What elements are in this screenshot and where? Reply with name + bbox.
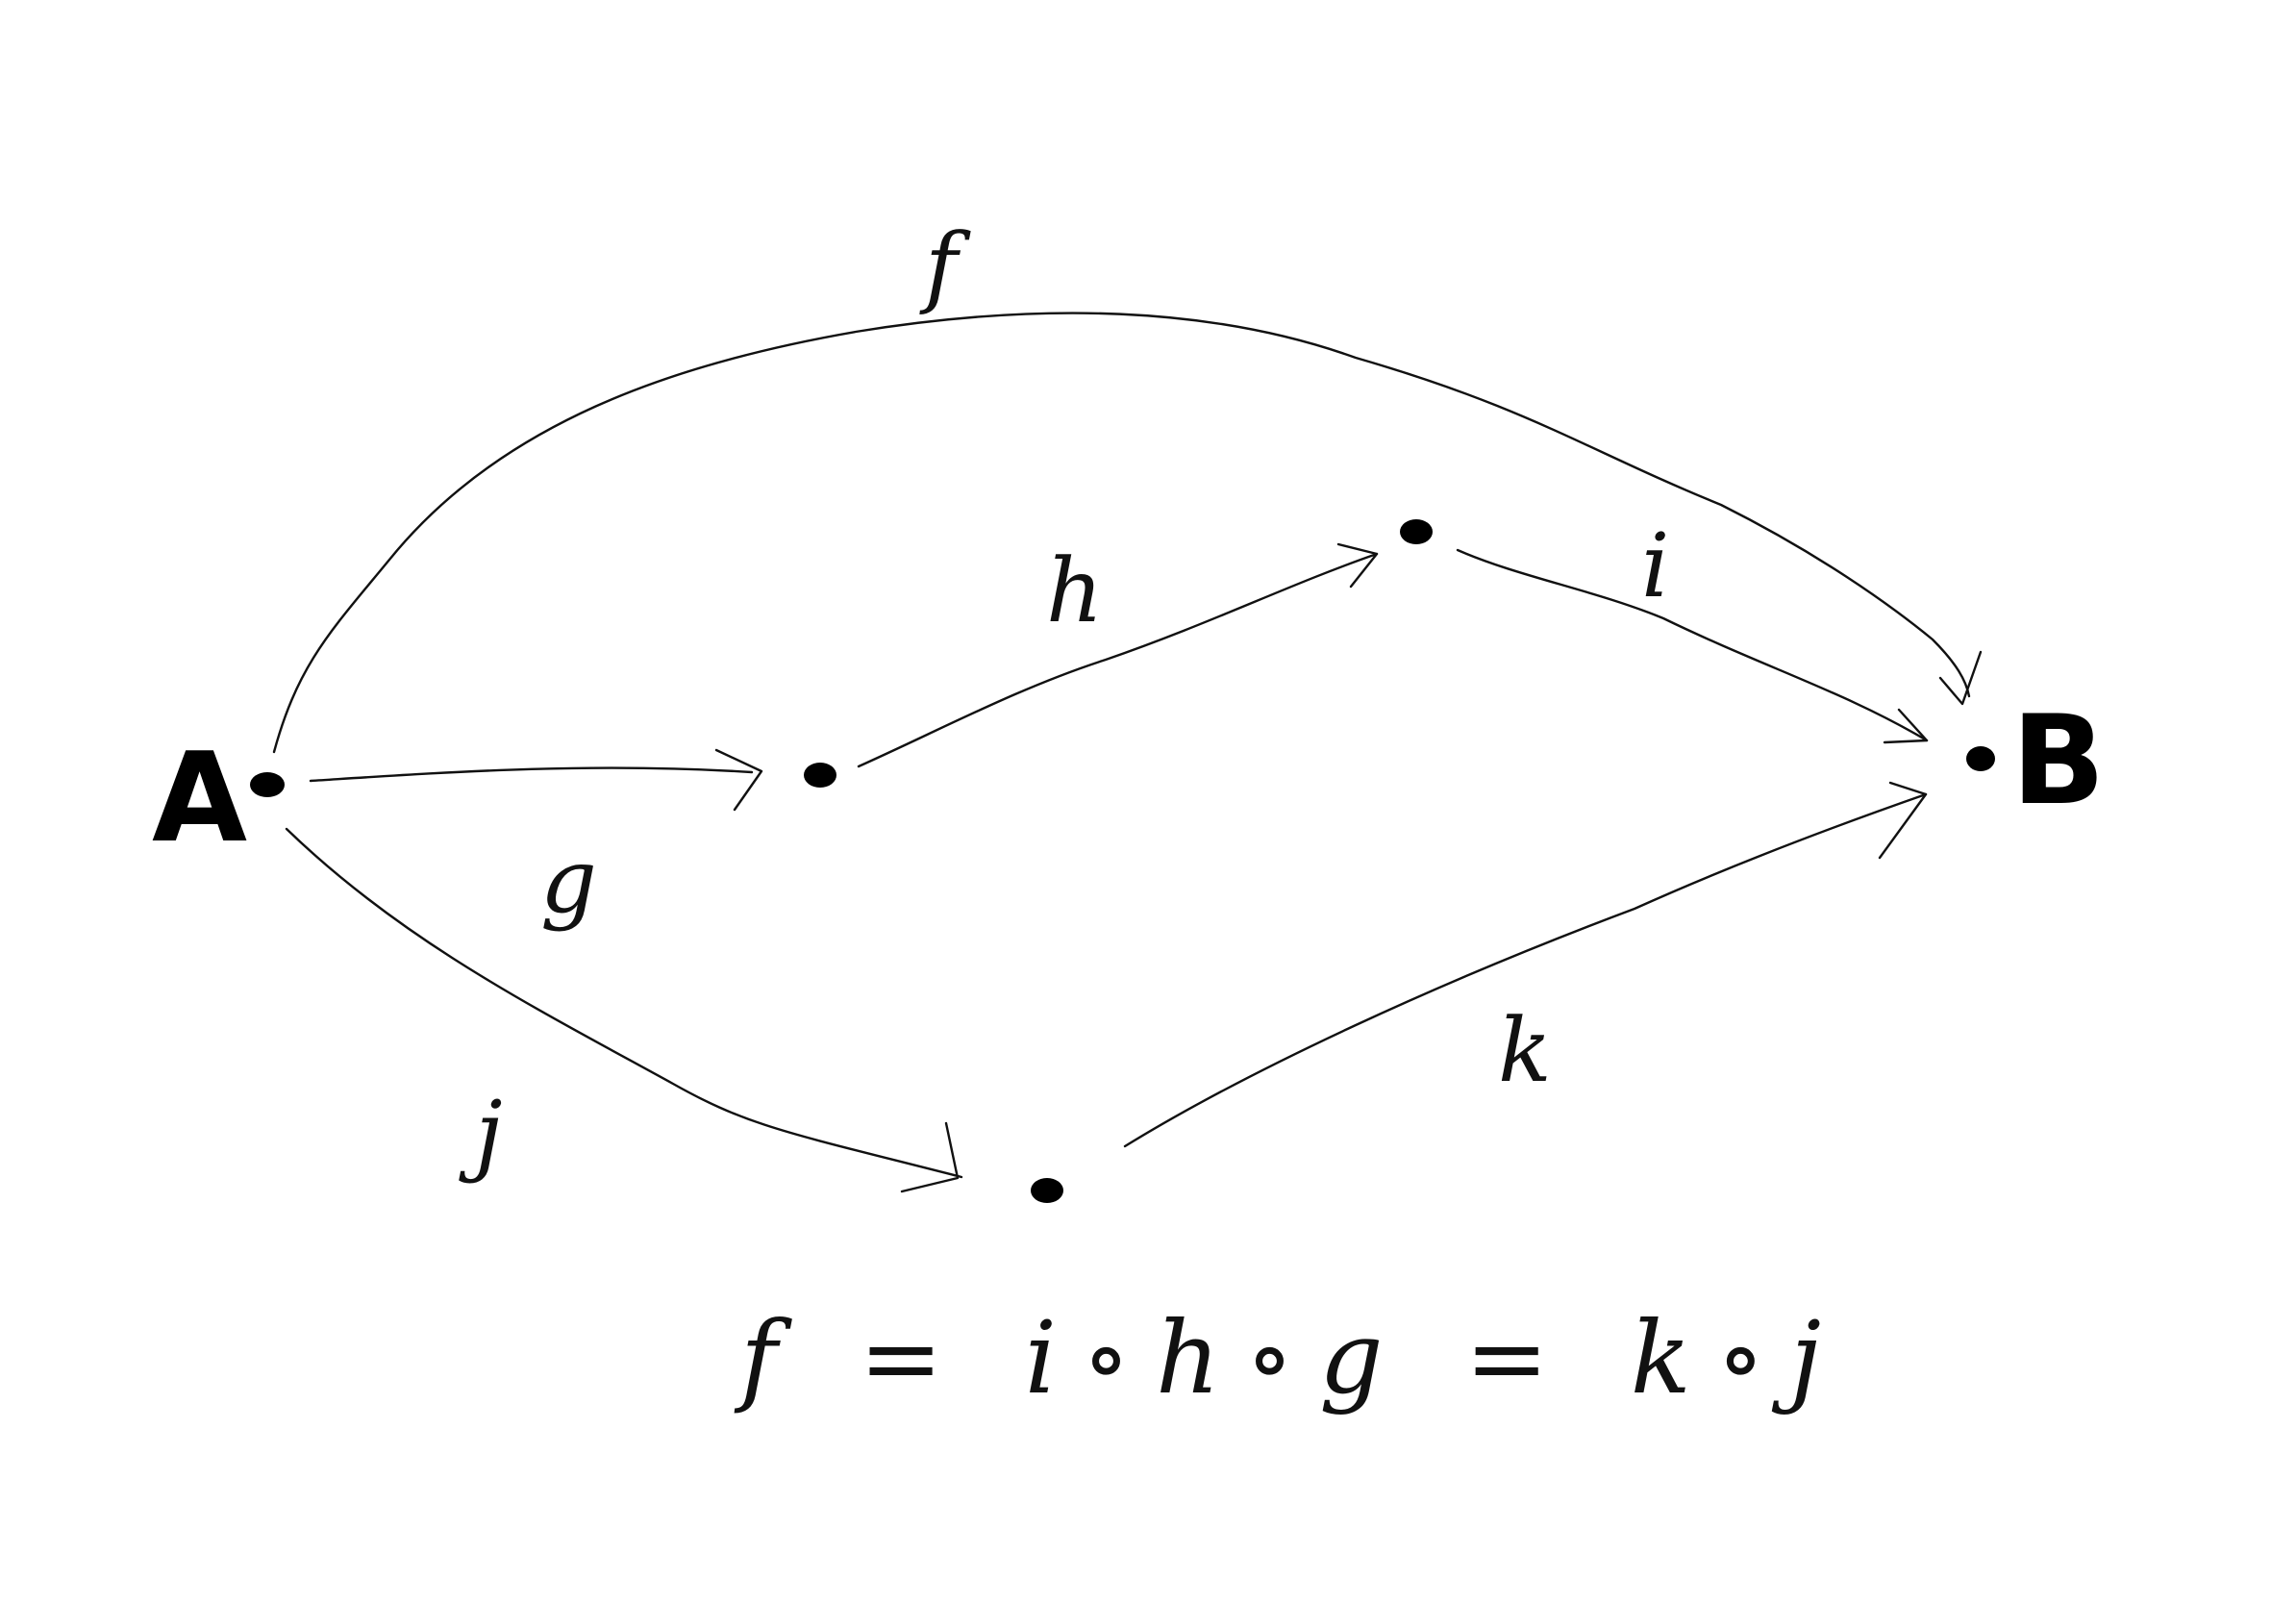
edge-g-arrowhead (714, 748, 763, 812)
composition-equation: f = i∘h∘g = k∘j (734, 1299, 1846, 1416)
node-j-target (1031, 1178, 1063, 1203)
edge-label-g: g (540, 830, 597, 933)
edge-label-k: k (1498, 999, 1552, 1102)
node-b-label: B (2011, 689, 2106, 833)
edge-i-arrowhead (1883, 708, 1929, 744)
node-g-target (804, 763, 836, 788)
edge-j-arrowhead (900, 1121, 960, 1193)
edge-label-j: j (459, 1082, 503, 1185)
node-a-label: A (152, 727, 247, 870)
node-h-target (1400, 519, 1433, 544)
edge-k-arrowhead (1878, 781, 1928, 860)
edge-j (285, 827, 963, 1179)
edge-label-f: f (919, 214, 971, 317)
edge-g (309, 766, 754, 783)
node-b (1966, 746, 1995, 771)
edge-label-h: h (1046, 539, 1103, 642)
edge-f (272, 312, 1971, 754)
edge-h-arrowhead (1336, 542, 1379, 589)
edge-i (1456, 548, 1929, 742)
edge-f-arrowhead (1938, 650, 1983, 706)
edge-label-i: i (1641, 514, 1669, 617)
edge-h (857, 552, 1379, 768)
edge-k (1123, 792, 1928, 1148)
node-a (250, 772, 285, 797)
